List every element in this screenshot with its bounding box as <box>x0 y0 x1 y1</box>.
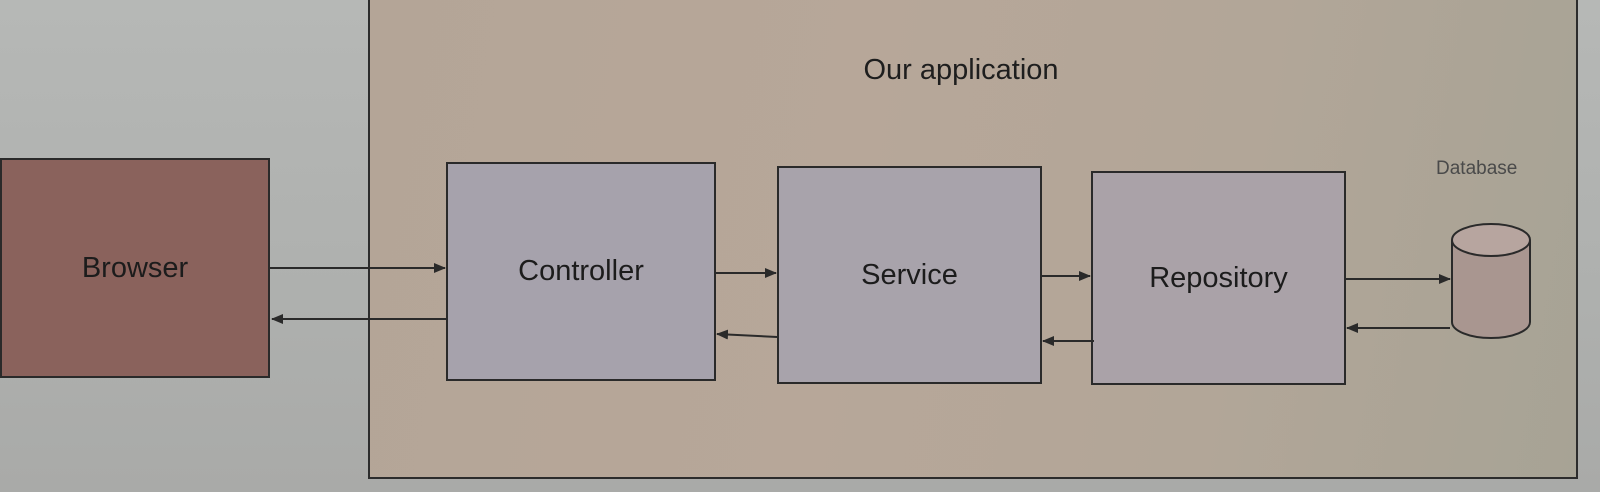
service-node: Service <box>777 166 1042 384</box>
controller-node: Controller <box>446 162 716 381</box>
database-label: Database <box>1436 158 1518 179</box>
arrow-service-to-controller <box>716 329 778 340</box>
repository-label: Repository <box>1149 261 1288 294</box>
service-label: Service <box>861 258 958 291</box>
database-cylinder-icon <box>1451 223 1531 339</box>
browser-label: Browser <box>81 251 189 284</box>
browser-node: Browser <box>0 158 270 378</box>
repository-node: Repository <box>1091 171 1346 385</box>
application-title: Our application <box>863 54 1059 86</box>
controller-label: Controller <box>518 255 644 287</box>
